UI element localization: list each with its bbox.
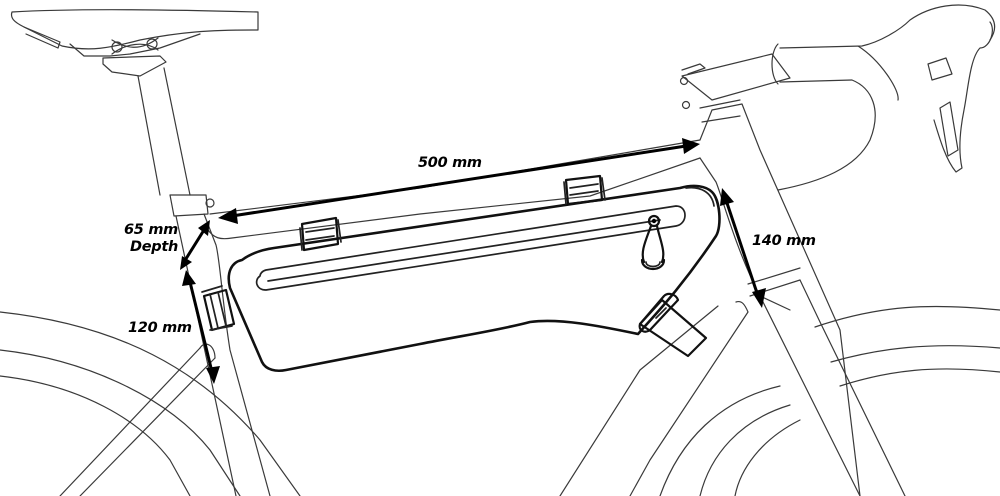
drop-handlebar	[771, 4, 996, 191]
depth-dimension-label: 65 mm Depth	[124, 222, 178, 256]
dimension-rear-height-arrow	[182, 270, 220, 384]
zipper-pull	[640, 214, 666, 271]
velcro-strap-down-tube	[638, 292, 708, 358]
velcro-strap-top-tube-rear	[299, 216, 342, 252]
rear-height-dimension-label: 120 mm	[128, 320, 192, 336]
brake-shifter-lever	[927, 21, 993, 173]
velcro-strap-top-tube-front	[563, 174, 606, 206]
zipper	[255, 205, 686, 291]
rear-wheel	[0, 311, 301, 496]
seatpost	[137, 67, 191, 196]
front-height-dimension-label: 140 mm	[752, 233, 816, 249]
depth-caption: Depth	[130, 239, 179, 255]
length-dimension-label: 500 mm	[418, 155, 482, 171]
depth-value: 65 mm	[124, 222, 178, 238]
stem	[679, 53, 791, 123]
down-tube	[559, 300, 749, 496]
saddle	[10, 9, 259, 77]
frame-bag	[227, 184, 721, 373]
dimension-length-arrow	[218, 138, 700, 224]
seat-clamp	[169, 194, 215, 217]
head-tube	[699, 103, 861, 496]
seat-stay	[59, 343, 216, 496]
dimension-depth-arrow	[180, 220, 210, 270]
front-wheel	[659, 305, 1000, 496]
fork	[759, 279, 906, 496]
velcro-strap-seat-tube	[201, 285, 236, 332]
dimension-front-height-arrow	[720, 188, 766, 308]
